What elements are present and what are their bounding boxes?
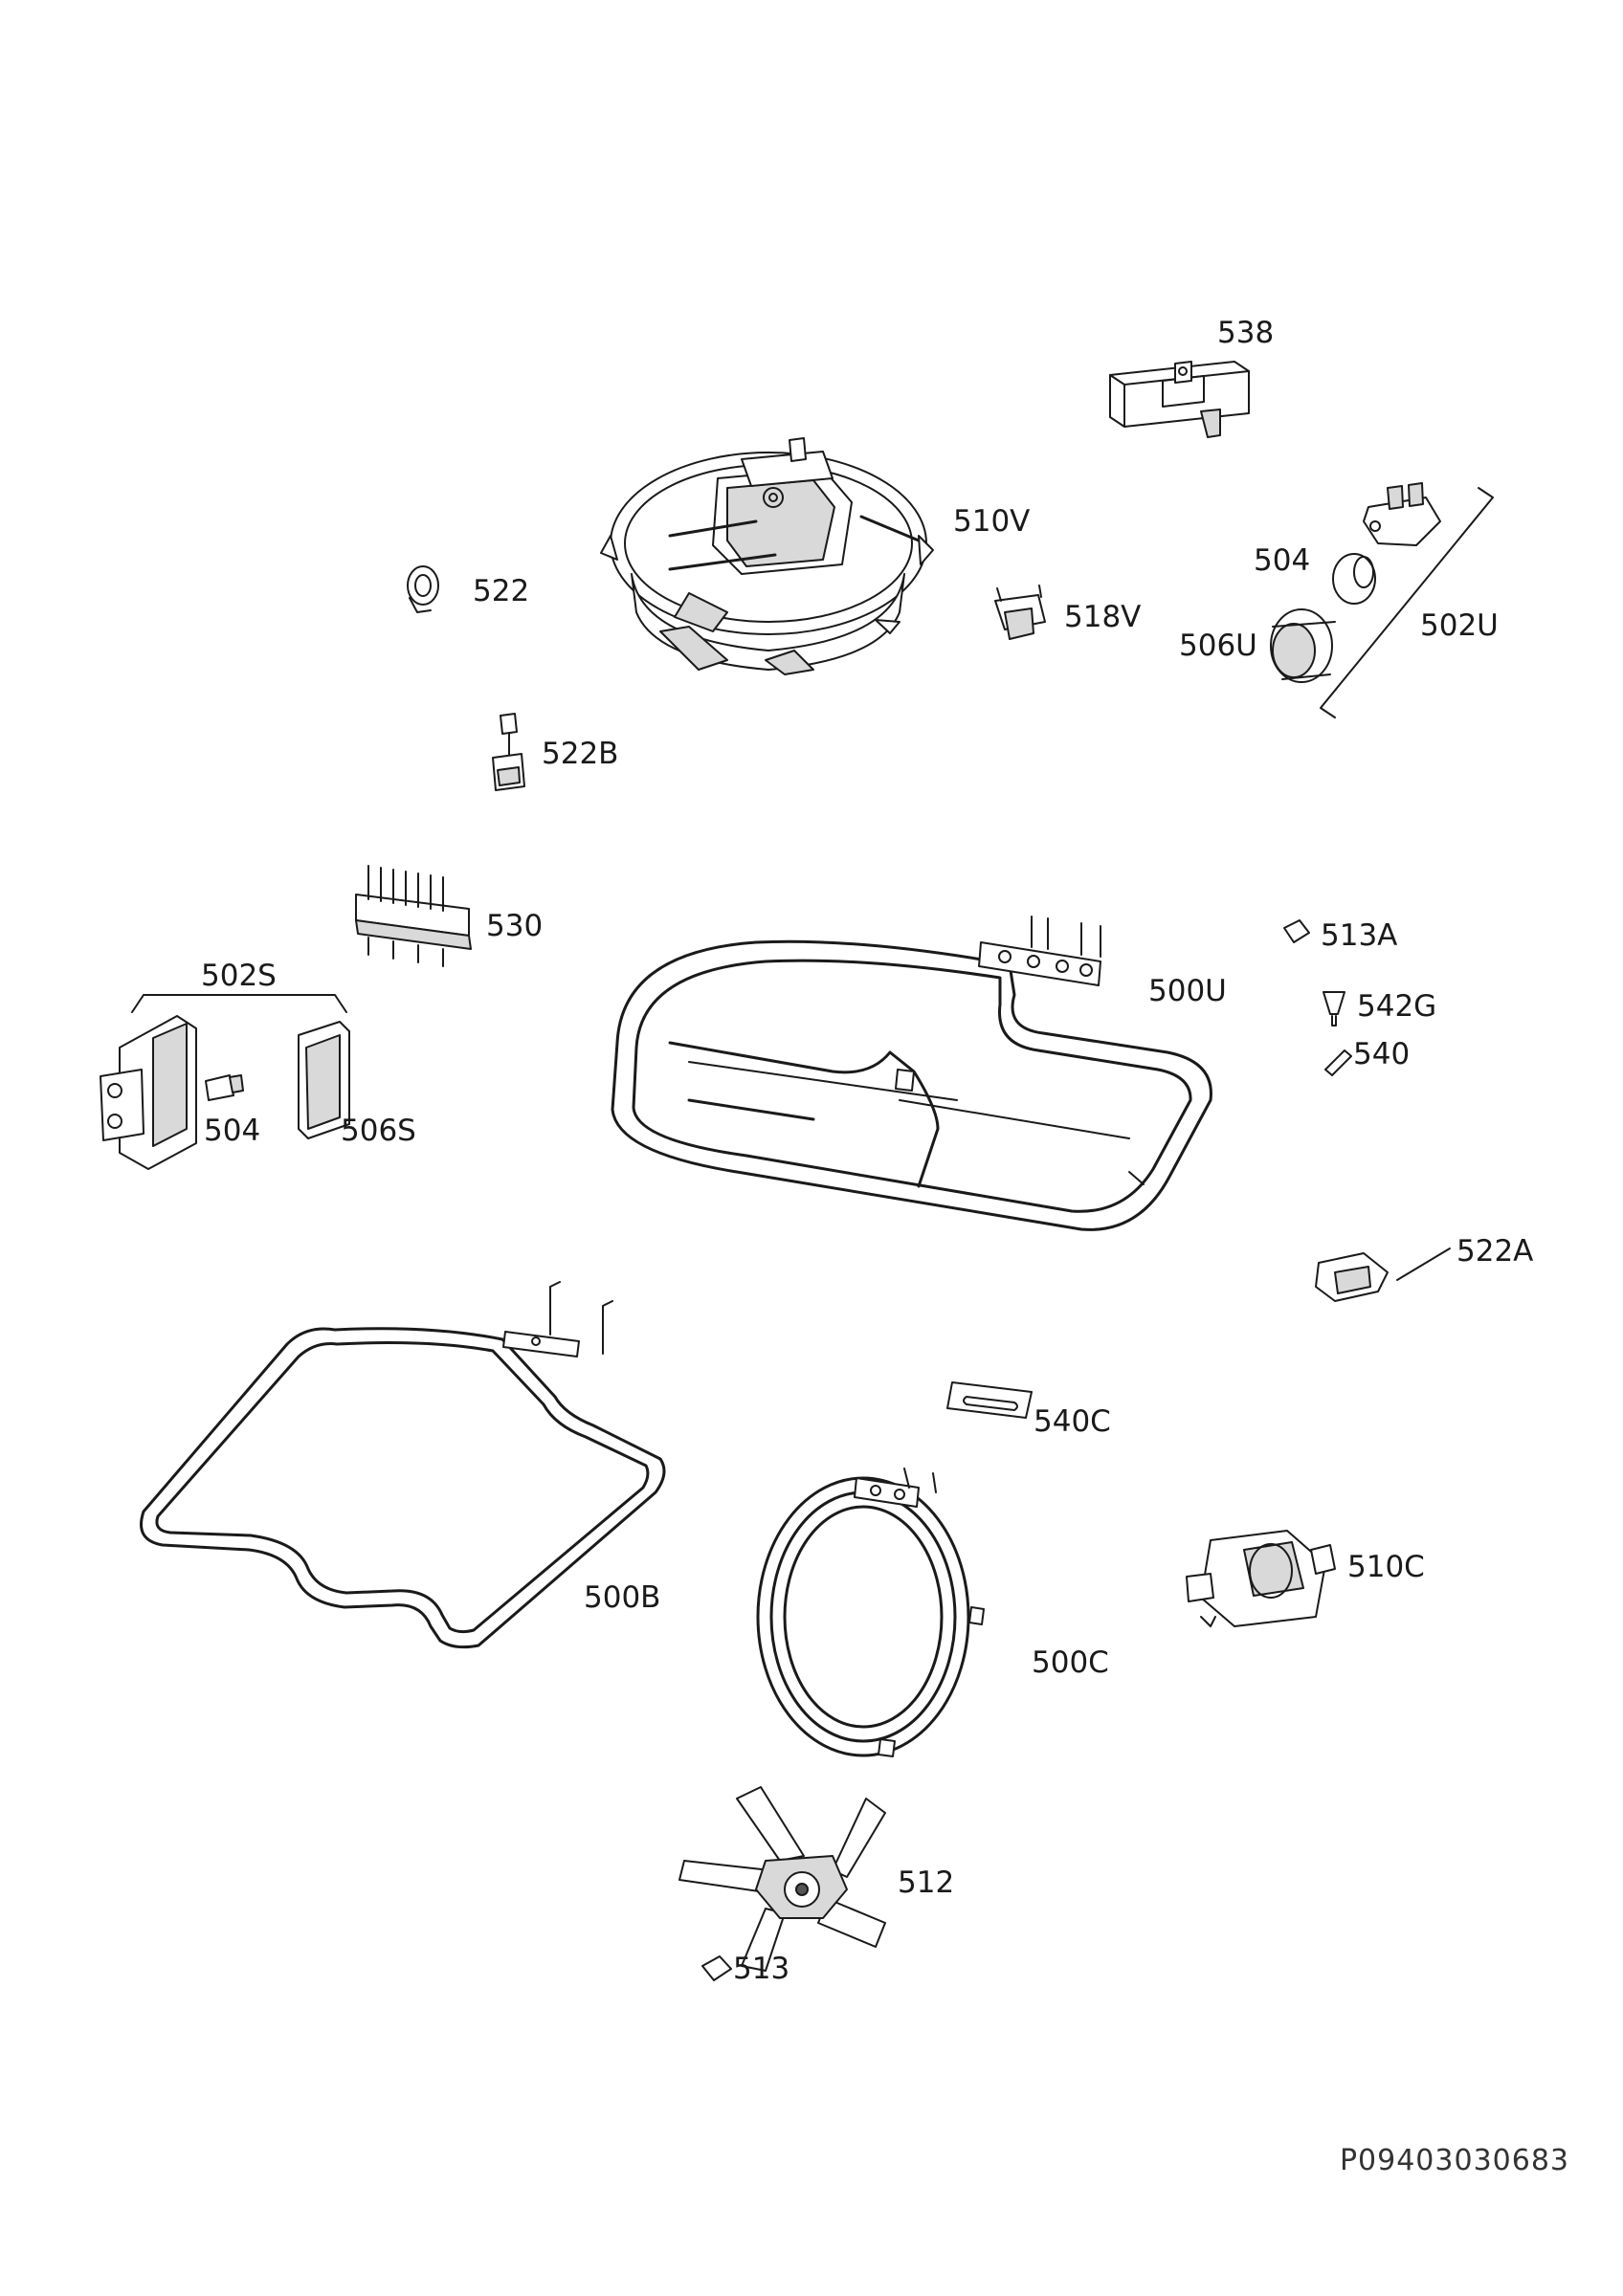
label-500U: 500U <box>1148 974 1227 1008</box>
label-522B: 522B <box>542 737 618 771</box>
label-504-left: 504 <box>204 1114 260 1148</box>
part-518V-clip <box>994 585 1046 640</box>
part-510C-motor <box>1186 1530 1336 1627</box>
part-540C-gasket <box>946 1381 1033 1419</box>
part-530-terminal-block <box>355 865 472 967</box>
part-522A-bracket <box>1315 1247 1451 1302</box>
part-522B-sensor <box>492 713 525 791</box>
label-504-top: 504 <box>1254 543 1310 578</box>
part-502U-lamp-assembly <box>1270 482 1494 718</box>
part-538-bracket <box>1109 361 1250 438</box>
part-542G-cap <box>1323 991 1345 1027</box>
part-513-nut <box>701 1955 732 1981</box>
part-513A-nut <box>1283 919 1310 943</box>
label-502S: 502S <box>201 959 277 993</box>
label-506U: 506U <box>1179 629 1257 663</box>
part-540-pin <box>1324 1049 1352 1076</box>
label-510V: 510V <box>953 504 1030 539</box>
label-510C: 510C <box>1347 1550 1425 1584</box>
label-518V: 518V <box>1064 600 1141 634</box>
part-522-clip <box>407 565 439 613</box>
label-512: 512 <box>898 1866 954 1900</box>
label-540C: 540C <box>1034 1404 1111 1439</box>
label-530: 530 <box>486 909 543 943</box>
part-500B-bottom-element <box>140 1281 666 1649</box>
label-538: 538 <box>1217 316 1274 350</box>
part-512-fan-blade <box>678 1786 886 1972</box>
part-500U-grill-element <box>611 916 1212 1231</box>
label-542G: 542G <box>1357 989 1436 1024</box>
part-500C-circular-element <box>756 1468 985 1757</box>
label-500B: 500B <box>584 1580 660 1615</box>
drawing-code: P09403030683 <box>1340 2144 1569 2177</box>
label-513: 513 <box>733 1952 789 1986</box>
label-522: 522 <box>473 574 529 608</box>
label-502U: 502U <box>1420 608 1499 643</box>
label-513A: 513A <box>1321 918 1397 953</box>
label-500C: 500C <box>1032 1645 1109 1680</box>
part-510V-fan-housing <box>600 437 934 675</box>
part-502S-lamp-group <box>100 994 350 1170</box>
label-522A: 522A <box>1456 1234 1533 1269</box>
label-506S: 506S <box>341 1114 416 1148</box>
label-540: 540 <box>1353 1037 1410 1071</box>
